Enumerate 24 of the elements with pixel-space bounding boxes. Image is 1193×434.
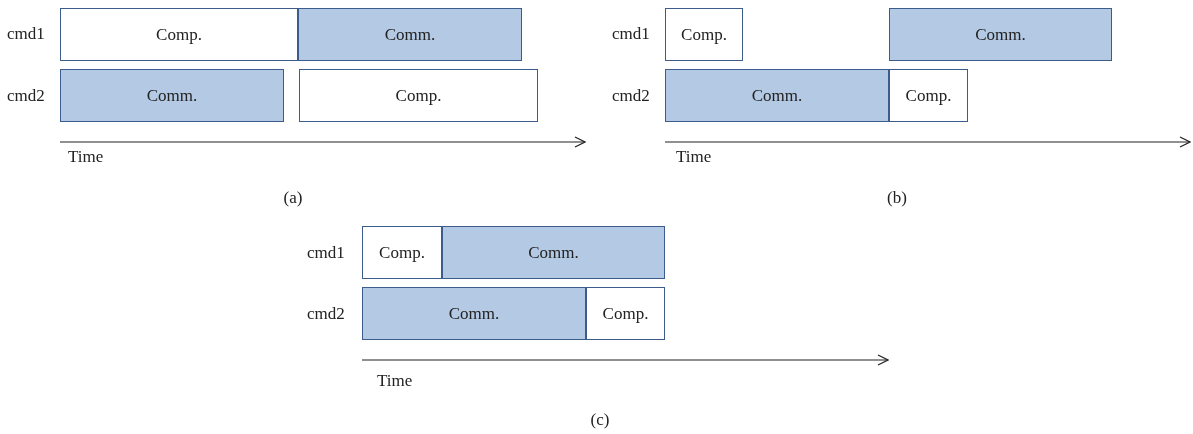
axis-label: Time xyxy=(676,147,712,167)
panel-caption: (a) xyxy=(283,188,303,208)
task-bar: Comm. xyxy=(442,226,665,279)
axis-label: Time xyxy=(68,147,104,167)
task-bar: Comp. xyxy=(299,69,538,122)
row-label: cmd2 xyxy=(612,86,650,106)
row-label: cmd2 xyxy=(307,304,345,324)
row-label: cmd1 xyxy=(7,24,45,44)
task-bar: Comm. xyxy=(60,69,284,122)
task-bar: Comm. xyxy=(298,8,522,61)
task-bar: Comm. xyxy=(362,287,586,340)
task-bar: Comp. xyxy=(889,69,968,122)
task-bar: Comp. xyxy=(60,8,298,61)
task-bar: Comp. xyxy=(586,287,665,340)
task-bar: Comm. xyxy=(665,69,889,122)
row-label: cmd1 xyxy=(612,24,650,44)
row-label: cmd2 xyxy=(7,86,45,106)
task-bar: Comp. xyxy=(362,226,442,279)
axis-label: Time xyxy=(377,371,413,391)
panel-caption: (c) xyxy=(590,410,610,430)
task-bar: Comm. xyxy=(889,8,1112,61)
panel-caption: (b) xyxy=(887,188,907,208)
row-label: cmd1 xyxy=(307,243,345,263)
task-bar: Comp. xyxy=(665,8,743,61)
